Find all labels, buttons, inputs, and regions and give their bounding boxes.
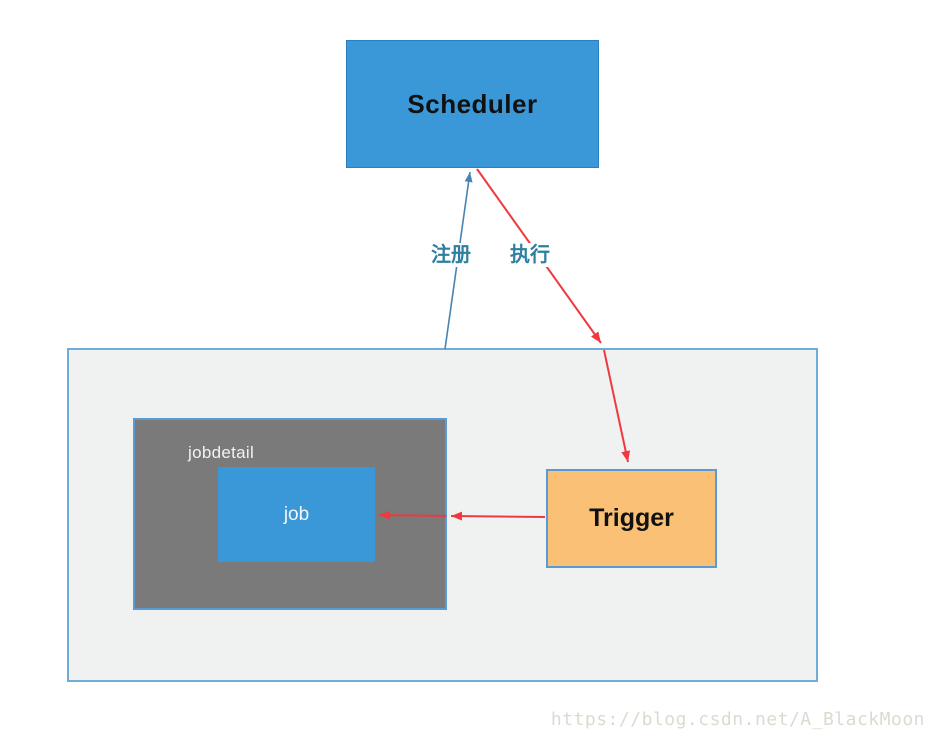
execute-edge-label: 执行 [507,243,553,267]
job-node: job [218,467,375,562]
watermark-url: https://blog.csdn.net/A_BlackMoon [550,709,925,730]
scheduler-label: Scheduler [407,88,538,119]
job-label: job [283,503,310,525]
scheduler-node: Scheduler [346,40,599,168]
register-edge-label: 注册 [428,243,474,267]
trigger-node: Trigger [546,469,717,568]
trigger-label: Trigger [589,504,674,532]
jobdetail-label: jobdetail [188,443,255,462]
jobdetail-node: jobdetail job [133,418,447,610]
